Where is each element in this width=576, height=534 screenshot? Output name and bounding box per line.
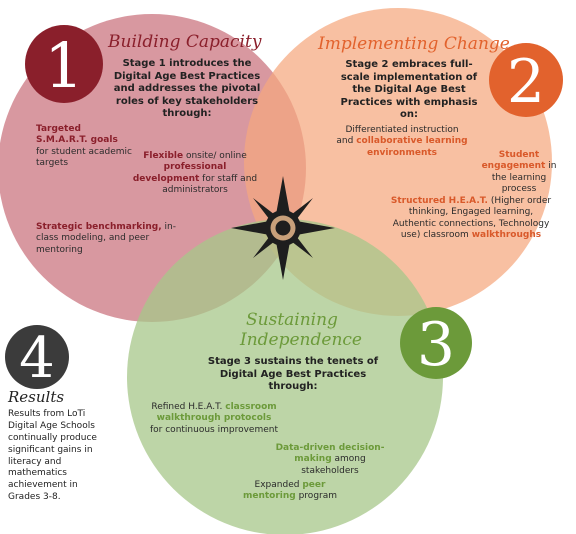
stage3-item2-text: among stakeholders: [301, 454, 366, 476]
stage4-number: 4: [19, 326, 55, 391]
stage4-title: Results: [8, 388, 65, 406]
stage1-badge: 1: [25, 25, 103, 103]
stage1-item3-text: in-class modeling, and peer mentoring: [36, 222, 176, 255]
stage2-item3-highlight2: walkthroughs: [471, 229, 542, 240]
stage2-item3-highlight: Structured H.E.A.T.: [390, 196, 488, 206]
stage4-body: Results from LoTi Digital Age Schools co…: [8, 409, 97, 503]
stage1-item2-highlight: professional development: [132, 162, 227, 184]
compass-star-icon: [231, 176, 335, 280]
stage2-item-engagement: Student engagement in the learning proce…: [474, 150, 564, 195]
stage3-item3-text: Expanded: [254, 480, 300, 490]
stage3-item3-rest: program: [298, 491, 338, 502]
stage1-item1-text: for student academic targets: [36, 146, 132, 168]
stage3-title-line1: Sustaining: [246, 310, 338, 330]
stage3-item1-highlight: classroom walkthrough protocols: [156, 402, 277, 424]
stage3-title-line2: Independence: [240, 330, 362, 350]
stage2-item-collaborative: Differentiated instruction and collabora…: [336, 125, 468, 159]
stage2-item3-text: (Higher order thinking, Engaged learning…: [392, 196, 552, 240]
stage2-intro: Stage 2 embraces full-scale implementati…: [340, 59, 478, 120]
stage2-badge: 2: [489, 43, 563, 117]
stage3-item2-highlight: Data-driven decision-making: [275, 443, 385, 465]
stage1-item-smart-goals: Targeted S.M.A.R.T. goals for student ac…: [36, 124, 132, 169]
stage3-item-peer-mentoring: Expanded peer mentoring program: [238, 480, 342, 503]
stage2-item2-highlight: Student engagement: [481, 150, 546, 172]
stage2-item2-text: in the learning process: [491, 161, 557, 194]
stage1-item3-highlight: Strategic benchmarking,: [36, 222, 162, 232]
stage4-badge: 4: [5, 325, 69, 391]
stage1-item-benchmarking: Strategic benchmarking, in-class modelin…: [36, 222, 176, 256]
stage1-item-professional-development: Flexible onsite/ online professional dev…: [130, 151, 260, 196]
stage3-circle: [127, 219, 443, 534]
stage3-item-data-driven: Data-driven decision-making among stakeh…: [270, 443, 390, 477]
stage2-item1-highlight: collaborative learning environments: [356, 136, 468, 158]
stage3-badge: 3: [400, 307, 472, 380]
stage3-item1-text: Refined H.E.A.T.: [151, 402, 223, 412]
stage3-item3-highlight: peer mentoring: [242, 480, 326, 502]
stage1-number: 1: [44, 29, 83, 102]
stage1-item2-onsite: onsite/ online: [185, 151, 247, 161]
stage3-item1-rest: for continuous improvement: [150, 424, 278, 435]
stage2-item-heat-walkthroughs: Structured H.E.A.T. (Higher order thinki…: [386, 196, 556, 241]
stage1-item2-flexible: Flexible: [143, 151, 184, 161]
stage2-title: Implementing Change: [318, 34, 510, 54]
stage3-number: 3: [417, 310, 455, 380]
stage3-item-walkthrough-protocols: Refined H.E.A.T. classroom walkthrough p…: [150, 402, 278, 436]
stage1-item2-text: for staff and administrators: [162, 173, 258, 195]
stage2-number: 2: [507, 47, 545, 117]
stage1-intro: Stage 1 introduces the Digital Age Best …: [113, 58, 261, 119]
stage3-intro: Stage 3 sustains the tenets of Digital A…: [207, 356, 379, 392]
stage1-item1-highlight: Targeted S.M.A.R.T. goals: [36, 124, 118, 146]
stage2-item1-text: Differentiated instruction and: [336, 125, 459, 147]
stage1-title: Building Capacity: [108, 32, 262, 52]
